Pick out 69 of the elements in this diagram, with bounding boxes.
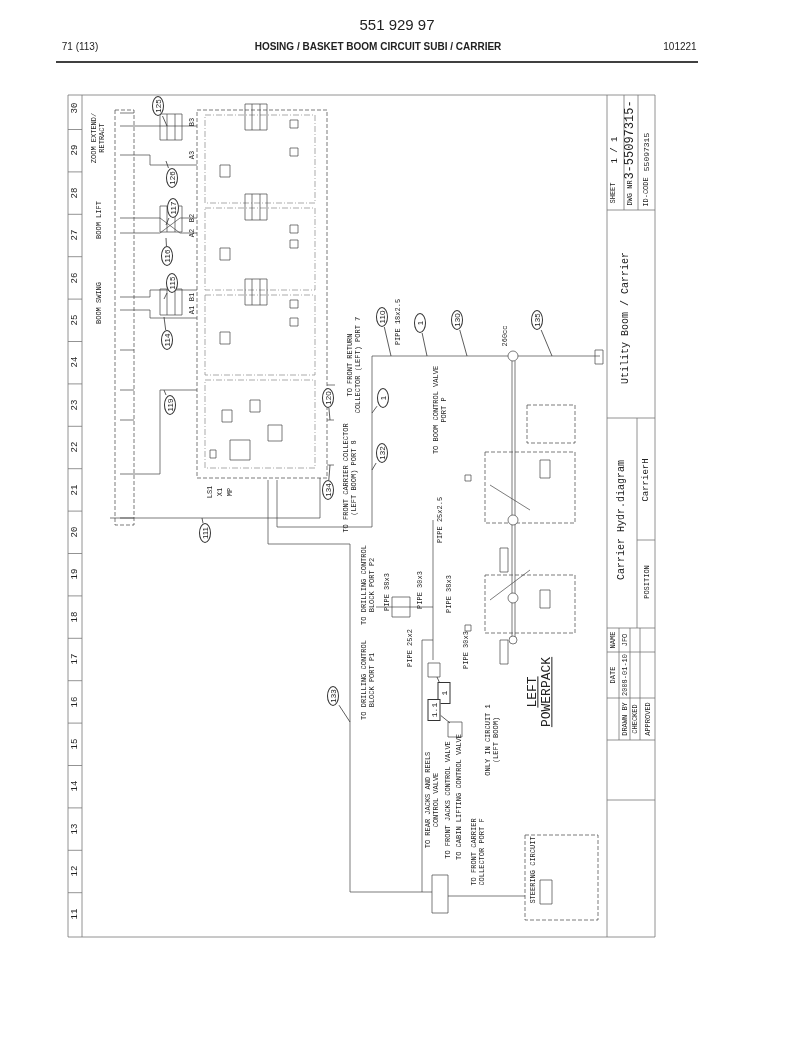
callout-number: 119 (164, 395, 176, 415)
grid-number: 28 (69, 186, 81, 201)
callout-number: 115 (166, 273, 178, 293)
document-code: 101221 (663, 41, 697, 53)
callout-number: 135 (531, 310, 543, 330)
leader-line (371, 462, 377, 471)
grid-number: 15 (69, 737, 81, 752)
callout-number: 134 (322, 480, 334, 500)
callout-number: 133 (327, 686, 339, 706)
leader-line (163, 316, 167, 331)
leader-line (338, 704, 351, 723)
callout-number: 114 (161, 330, 173, 350)
drawing-description: Utility Boom / Carrier (620, 251, 632, 386)
leader-line (383, 326, 392, 357)
grid-number: 20 (69, 525, 81, 540)
grid-number: 18 (69, 610, 81, 625)
callout-number: 110 (376, 307, 388, 327)
leader-line (440, 714, 451, 724)
grid-number: 16 (69, 695, 81, 709)
drawing-name: Carrier Hydr.diagram (616, 459, 628, 582)
callout-number: 126 (166, 168, 178, 188)
id-code: 55097315 (642, 131, 652, 174)
callout-number: 117 (167, 198, 179, 218)
grid-number: 26 (69, 271, 81, 285)
grid-number: 27 (69, 228, 81, 243)
grid-number: 22 (69, 440, 81, 455)
leader-line (421, 332, 428, 357)
leader-line (459, 329, 468, 357)
page-number: 71 (113) (61, 41, 99, 53)
grid-number: 13 (69, 822, 81, 837)
callout-number: 111 (199, 523, 211, 543)
page-title: HOSING / BASKET BOOM CIRCUIT SUBI / CARRIER (254, 41, 502, 53)
leader-line (371, 405, 378, 414)
grid-number: 24 (69, 356, 81, 370)
leader-line (328, 407, 331, 421)
leader-line (163, 292, 168, 300)
drawing-number: 3-55097315- (624, 99, 638, 181)
callout-number: 1 (414, 313, 426, 333)
callout-number: 132 (376, 443, 388, 463)
grid-number: 12 (69, 864, 81, 879)
grid-number: 17 (69, 652, 81, 667)
leader-line (163, 389, 167, 396)
leader-line (328, 464, 331, 481)
reference-box: 1 (437, 682, 451, 704)
leader-line (165, 237, 167, 247)
grid-number: 14 (69, 780, 81, 794)
leader-line (165, 160, 169, 169)
leader-line (162, 115, 168, 127)
grid-number: 30 (69, 101, 81, 116)
callout-number: 1 (377, 388, 389, 408)
callout-number: 125 (152, 96, 164, 116)
part-number: 551 929 97 (359, 16, 435, 34)
leader-line (165, 217, 170, 226)
reference-box: 1.1 (427, 699, 441, 721)
grid-number: 11 (69, 907, 81, 921)
leader-line (201, 517, 204, 524)
callout-number: 120 (322, 388, 334, 408)
callout-number: 116 (161, 246, 173, 266)
grid-number: 21 (69, 483, 81, 497)
grid-number: 25 (69, 313, 81, 328)
leader-line (540, 329, 553, 357)
grid-number: 29 (69, 144, 81, 158)
sheet-number: 1 / 1 (609, 135, 621, 166)
section-title: LEFT POWERPACK (526, 655, 554, 730)
leader-line (436, 676, 440, 683)
grid-number: 19 (69, 568, 81, 582)
grid-number: 23 (69, 398, 81, 413)
drawing-code: CarrierH (640, 457, 652, 504)
callout-number: 130 (451, 310, 463, 330)
